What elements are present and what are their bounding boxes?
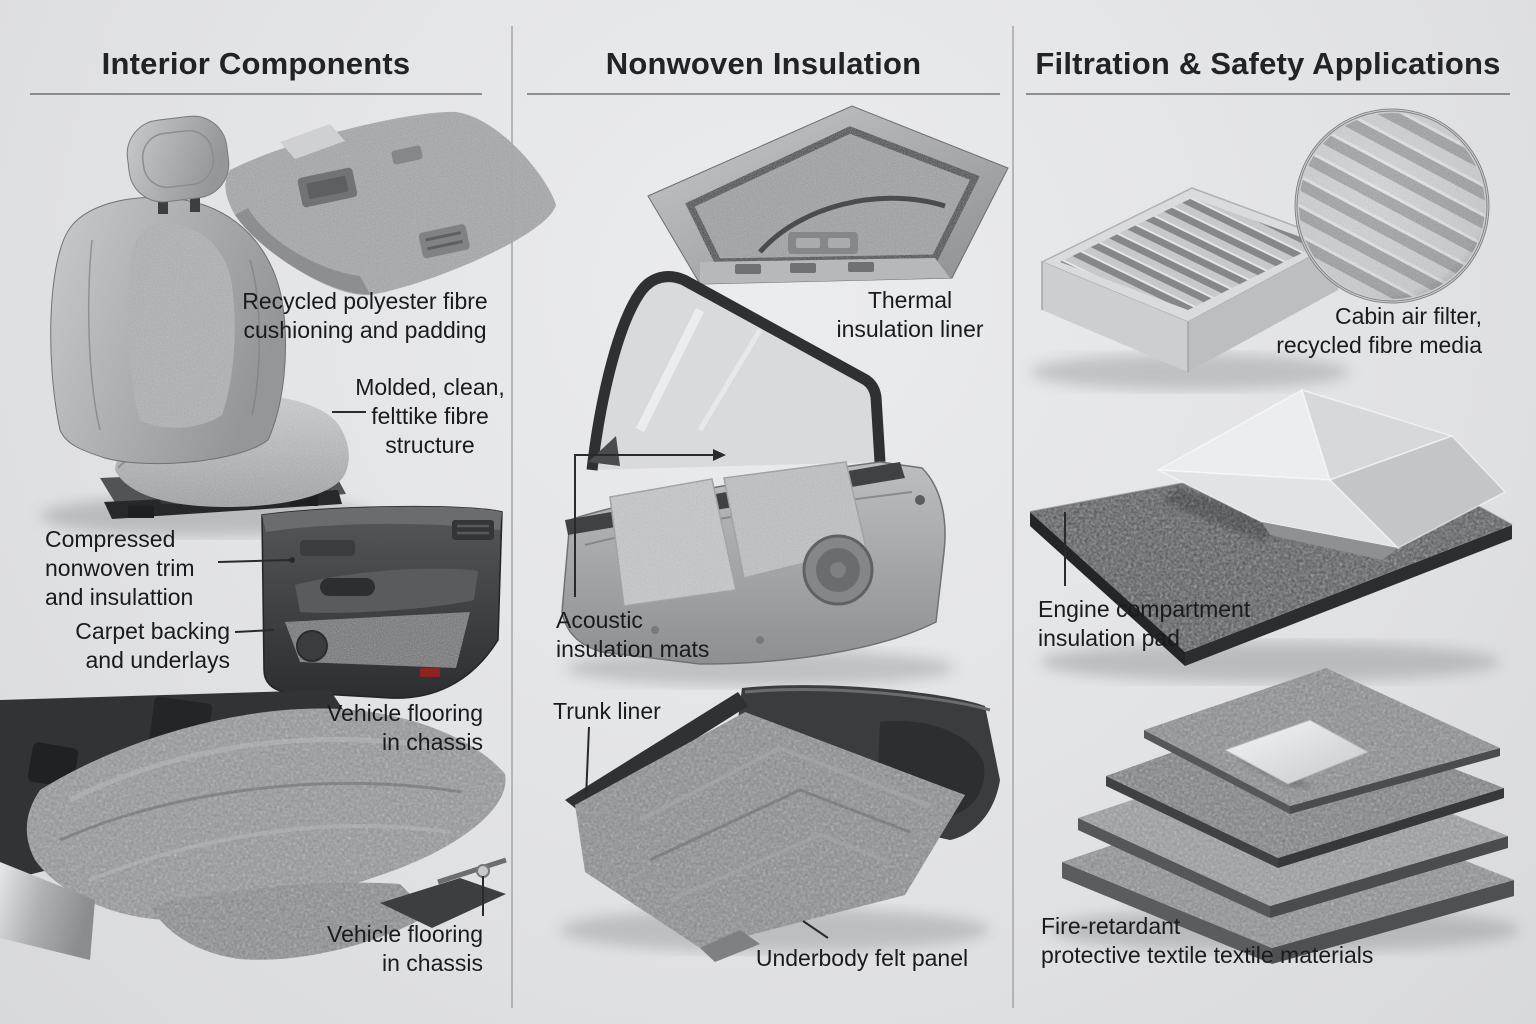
- cabin-air-filter-illustration: [1030, 187, 1350, 390]
- label-molded-feltlike-structure: Molded, clean, felttike fibre structure: [355, 374, 505, 458]
- column-underline-filtration: [1026, 93, 1510, 95]
- trunk-liner-illustration: [560, 685, 1000, 962]
- label-thermal-insulation-liner: Thermal insulation liner: [836, 287, 984, 342]
- floor-carpet-illustration: [0, 690, 507, 960]
- leader-lines: [217, 411, 1066, 939]
- label-recycled-polyester-cushioning: Recycled polyester fibre cushioning and …: [242, 288, 488, 343]
- front-door-acoustic-mats-illustration: [561, 271, 955, 686]
- felt-sheet-stack-illustration: [1050, 668, 1520, 964]
- label-underbody-felt-panel: Underbody felt panel: [755, 945, 969, 971]
- column-title-interior: Interior Components: [101, 46, 411, 81]
- column-underline-nonwoven: [527, 93, 1000, 95]
- label-cabin-air-filter: Cabin air filter, recycled fibre media: [1276, 303, 1482, 358]
- label-compressed-nonwoven-trim: Compressed nonwoven trim and insulattion: [45, 526, 195, 610]
- label-acoustic-insulation-mats: Acoustic insulation mats: [556, 607, 710, 662]
- label-trunk-liner: Trunk liner: [553, 698, 661, 724]
- engine-insulation-pad-illustration: [1029, 388, 1513, 682]
- label-engine-compartment-pad: Engine compartment insulation pad: [1038, 596, 1251, 651]
- column-title-filtration: Filtration & Safety Applications: [1035, 46, 1501, 81]
- label-carpet-backing-underlays: Carpet backing and underlays: [75, 618, 230, 673]
- roof-headliner-panel-illustration: [225, 111, 556, 296]
- column-underline-interior: [30, 93, 482, 95]
- column-title-nonwoven: Nonwoven Insulation: [605, 46, 922, 81]
- column-divider-2: [1012, 26, 1014, 1008]
- column-divider-1: [511, 26, 513, 1008]
- label-vehicle-flooring-top: Vehicle flooring in chassis: [327, 700, 483, 755]
- car-seat-illustration: [40, 115, 370, 536]
- label-vehicle-flooring-bottom: Vehicle flooring in chassis: [327, 921, 483, 976]
- filter-media-magnifier-illustration: [1294, 108, 1490, 304]
- roof-thermal-liner-illustration: [647, 105, 1009, 285]
- door-trim-panel-illustration: [261, 505, 503, 699]
- label-fire-retardant-textiles: Fire-retardant protective textile textil…: [1041, 913, 1374, 968]
